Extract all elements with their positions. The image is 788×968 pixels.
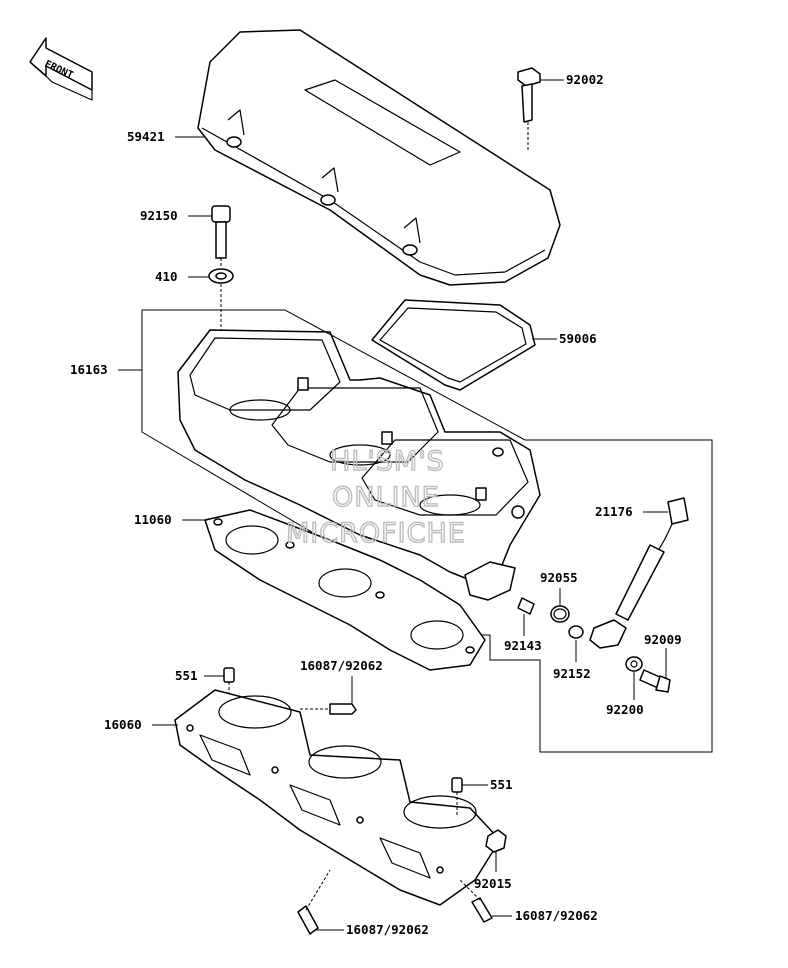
- bolt-92009: [639, 669, 671, 693]
- label-92015: 92015: [474, 876, 512, 891]
- label-551-lower: 551: [490, 777, 513, 792]
- nut-92015: [485, 829, 507, 853]
- label-92152: 92152: [553, 666, 591, 681]
- nut-92152: [568, 625, 584, 639]
- label-410: 410: [155, 269, 178, 284]
- bolt-92150: [211, 205, 231, 268]
- label-59421: 59421: [127, 129, 165, 144]
- label-92143: 92143: [504, 638, 542, 653]
- label-16087-lower-right: 16087/92062: [515, 908, 598, 923]
- label-59006: 59006: [559, 331, 597, 346]
- label-551-upper: 551: [175, 668, 198, 683]
- label-92002: 92002: [566, 72, 604, 87]
- gasket-59006: [371, 299, 536, 391]
- watermark-line-3: MICROFICHE: [286, 518, 466, 549]
- label-16087-upper: 16087/92062: [300, 658, 383, 673]
- label-92150: 92150: [140, 208, 178, 223]
- washer-92200: [625, 656, 643, 672]
- cover-59421: [197, 29, 561, 286]
- sensor-21176: [589, 497, 689, 649]
- part-labels: 92002 59421 92150 410 59006 16163 21176 …: [70, 72, 682, 937]
- watermark-line-2: ONLINE: [332, 482, 440, 513]
- plug-16087-upper: [300, 676, 357, 715]
- watermark-line-1: HL'SM'S: [330, 446, 445, 477]
- plug-16087-lower-right: [459, 879, 493, 923]
- label-16163: 16163: [70, 362, 108, 377]
- label-92009: 92009: [644, 632, 682, 647]
- front-arrow-icon: FRONT: [29, 37, 93, 101]
- label-92200: 92200: [606, 702, 644, 717]
- bolt-92002: [517, 67, 541, 150]
- label-16060: 16060: [104, 717, 142, 732]
- watermark: HL'SM'S ONLINE MICROFICHE: [285, 445, 466, 549]
- gasket-11060: [204, 509, 486, 671]
- leader-lines: [118, 79, 668, 931]
- throttle-body-16163: [177, 329, 541, 601]
- label-11060: 11060: [134, 512, 172, 527]
- plug-16087-lower-left: [297, 869, 331, 935]
- label-92055: 92055: [540, 570, 578, 585]
- label-21176: 21176: [595, 504, 633, 519]
- manifold-16060: [174, 689, 501, 906]
- clip-92143: [517, 597, 535, 615]
- group-bracket-16163: [141, 309, 713, 753]
- label-16087-lower-left: 16087/92062: [346, 922, 429, 937]
